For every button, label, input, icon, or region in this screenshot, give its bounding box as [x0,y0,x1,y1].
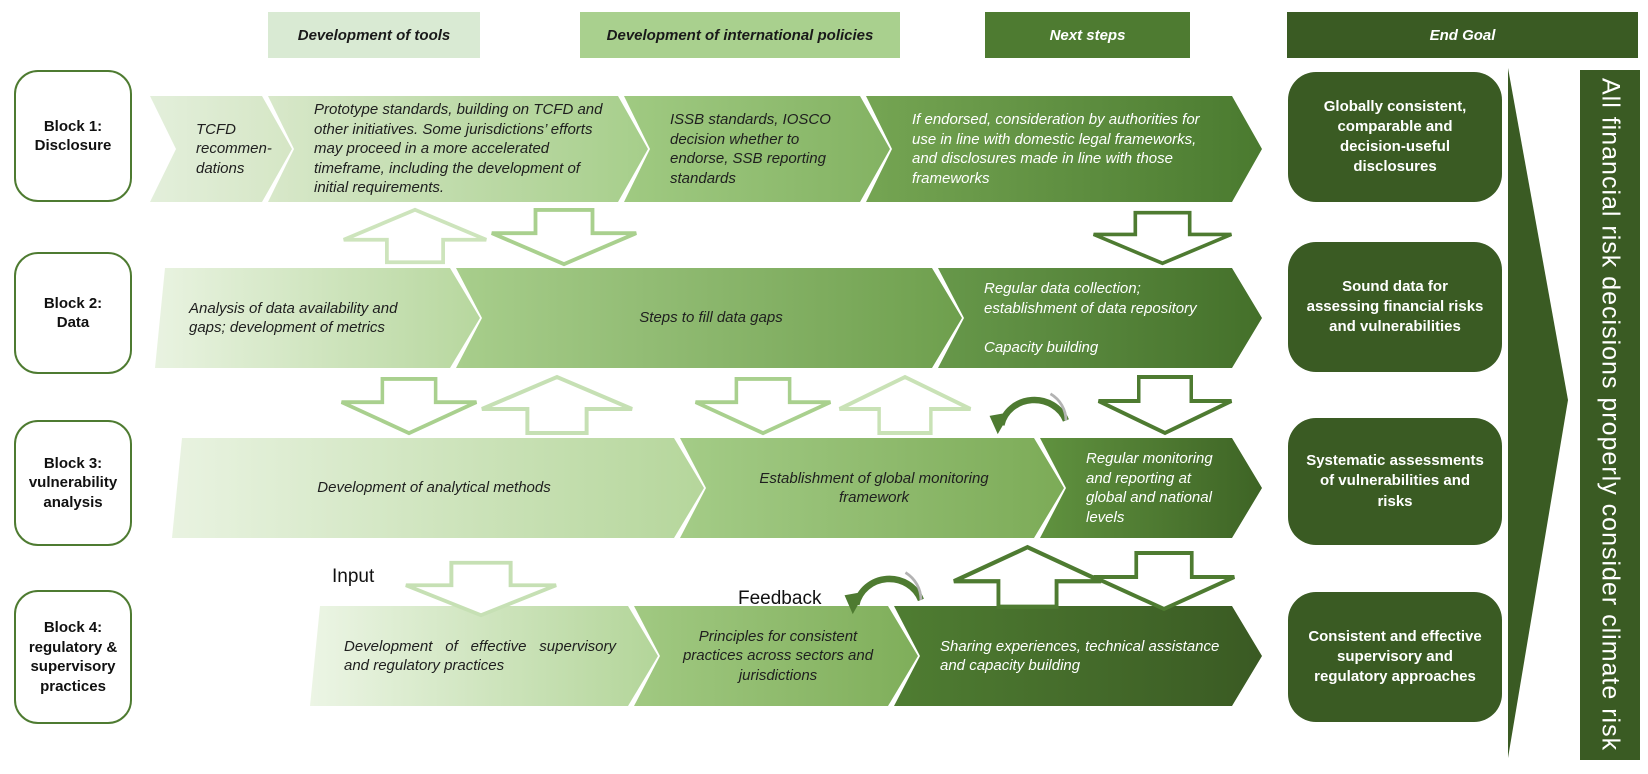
row3-segment-monitoring-framework: Establishment of global monitoring frame… [680,438,1064,538]
row4-segment-sharing-experiences-text: Sharing experiences, technical assistanc… [940,637,1220,674]
row1-segment-tcfd: TCFD recommen-dations [150,96,292,202]
row2-segment-data-analysis-text: Analysis of data availability and gaps; … [189,299,398,336]
row3-segment-regular-monitoring: Regular monitoring and reporting at glob… [1040,438,1262,538]
row4-segment-principles: Principles for consistent practices acro… [634,606,918,706]
row1-segment-issb-standards-text: ISSB standards, IOSCO decision whether t… [670,111,831,187]
row3-segment-regular-monitoring-text: Regular monitoring and reporting at glob… [1086,450,1213,526]
feedback-label: Feedback [738,588,822,609]
down-arrow-icon [338,376,480,436]
up-arrow-icon [950,544,1105,610]
column-header-policies: Development of international policies [580,12,900,58]
input-label: Input [332,566,375,587]
row1-segment-prototype-standards: Prototype standards, building on TCFD an… [268,96,648,202]
row2-segment-data-collection-text: Regular data collection; establishment o… [984,280,1197,356]
up-arrow-icon [340,207,490,265]
block-3-vulnerability-analysis: Block 3: vulnerability analysis [14,420,132,546]
row3-segment-analytical-methods-text: Development of analytical methods [317,479,551,497]
row3-segment-monitoring-framework-text: Establishment of global monitoring frame… [759,469,989,506]
down-arrow-icon [692,376,834,436]
block-2-data: Block 2: Data [14,252,132,374]
row4-segment-sharing-experiences: Sharing experiences, technical assistanc… [894,606,1262,706]
curved-arrow-icon [840,548,940,616]
up-arrow-icon [836,374,974,436]
down-arrow-icon [1095,374,1235,436]
row2-segment-fill-data-gaps: Steps to fill data gaps [456,268,962,368]
down-arrow-icon [488,207,640,267]
block-1-disclosure: Block 1: Disclosure [14,70,132,202]
column-header-tools: Development of tools [268,12,480,58]
down-arrow-icon [1090,210,1235,266]
column-header-next-steps: Next steps [985,12,1190,58]
block-4-regulatory-supervisory: Block 4: regulatory & supervisory practi… [14,590,132,724]
goal-box-sound-data: Sound data for assessing financial risks… [1288,242,1502,372]
row2-segment-fill-data-gaps-text: Steps to fill data gaps [639,309,783,327]
goal-box-supervisory-approaches: Consistent and effective supervisory and… [1288,592,1502,722]
row4-segment-supervisory-practices-text: Development of effective supervisory and… [344,637,616,674]
row1-segment-prototype-standards-text: Prototype standards, building on TCFD an… [314,101,603,197]
row1-segment-tcfd-text: TCFD recommen-dations [196,120,272,177]
end-goal-bar-text: All financial risk decisions properly co… [1596,78,1625,752]
row4-segment-supervisory-practices: Development of effective supervisory and… [310,606,658,706]
row1-segment-if-endorsed-text: If endorsed, consideration by authoritie… [912,111,1200,187]
column-header-end-goal: End Goal [1287,12,1638,58]
end-goal-triangle-icon [1508,68,1568,758]
row3-segment-analytical-methods: Development of analytical methods [172,438,704,538]
row1-segment-issb-standards: ISSB standards, IOSCO decision whether t… [624,96,890,202]
curved-arrow-icon [985,370,1085,436]
row4-segment-principles-text: Principles for consistent practices acro… [682,627,874,684]
row1-segment-if-endorsed: If endorsed, consideration by authoritie… [866,96,1262,202]
row2-segment-data-collection: Regular data collection; establishment o… [938,268,1262,368]
row2-segment-data-analysis: Analysis of data availability and gaps; … [155,268,480,368]
up-arrow-icon [478,374,636,436]
down-arrow-icon [1090,550,1238,612]
down-arrow-icon [402,560,560,618]
goal-box-systematic-assessments: Systematic assessments of vulnerabilitie… [1288,418,1502,545]
goal-box-disclosures: Globally consistent, comparable and deci… [1288,72,1502,202]
end-goal-bar: All financial risk decisions properly co… [1580,70,1640,760]
